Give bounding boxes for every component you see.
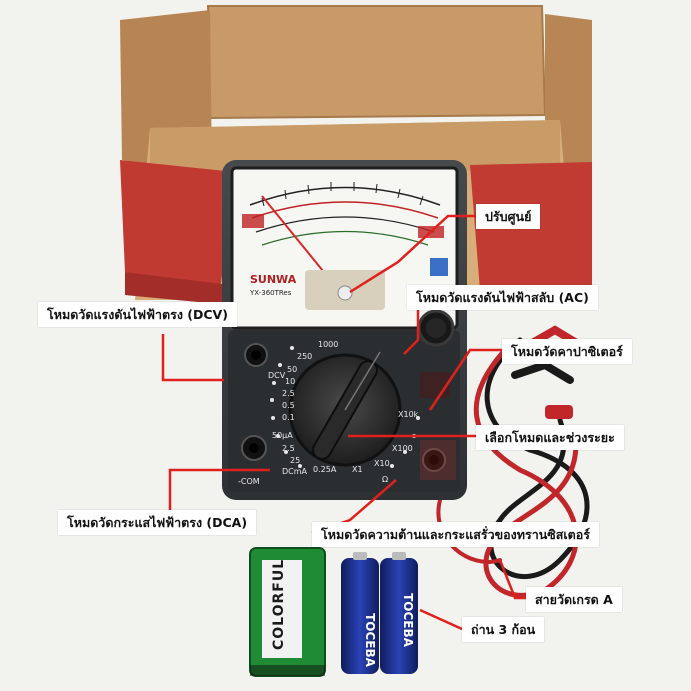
range-label-0-1: 0.1: [282, 413, 295, 422]
range-label-x1: X1: [352, 465, 363, 474]
jack-label-com: -COM: [238, 477, 260, 486]
svg-text:COLORFUL: COLORFUL: [271, 559, 287, 650]
model-text: YX-360TRes: [249, 289, 292, 297]
callout-select-mode-range: เลือกโหมดและช่วงระยะ: [476, 425, 624, 450]
range-label-50ua: 50µA: [272, 431, 293, 440]
jack-label-dcma: DCmA: [282, 467, 308, 476]
callout-capacitor-mode: โหมดวัดคาปาซิเตอร์: [502, 339, 632, 364]
multimeter: SUNWA YX-360TRes: [222, 160, 467, 500]
range-labels: 1000 250 50 10 2.5 0.5 0.1 50µA 2.5 25 0…: [272, 340, 419, 474]
range-label-2-5-ma: 2.5: [282, 444, 295, 453]
range-label-1000: 1000: [318, 340, 338, 349]
callout-dc-current-mode: โหมดวัดกระแสไฟฟ้าตรง (DCA): [58, 510, 257, 535]
callout-ac-voltage-mode: โหมดวัดแรงดันไฟฟ้าสลับ (AC): [407, 285, 598, 310]
svg-text:TOCEBA: TOCEBA: [401, 593, 415, 648]
callout-dc-voltage-mode: โหมดวัดแรงดันไฟฟ้าตรง (DCV): [38, 302, 237, 327]
callout-zero-adjust: ปรับศูนย์: [476, 204, 541, 229]
range-label-0-25a: 0.25A: [313, 465, 337, 474]
range-label-x100: X100: [392, 444, 413, 453]
jack-labels: DCV DCmA -COM Ω: [238, 371, 388, 486]
range-label-10: 10: [285, 377, 295, 386]
jack-label-ohm: Ω: [382, 475, 388, 484]
range-label-2-5: 2.5: [282, 389, 295, 398]
battery-9v: COLORFUL: [249, 547, 326, 677]
range-label-x10: X10: [374, 459, 390, 468]
svg-text:TOCEBA: TOCEBA: [363, 613, 377, 668]
brand-logo-text: SUNWA: [250, 273, 297, 286]
range-label-250: 250: [297, 352, 312, 361]
range-label-50: 50: [287, 365, 297, 374]
callout-resistance-transistor-mode: โหมดวัดความต้านและกระแสรั่วของทรานซิสเตอ…: [312, 522, 600, 547]
callout-batteries: ถ่าน 3 ก้อน: [462, 617, 545, 642]
range-label-x10k: X10k: [398, 410, 419, 419]
range-label-0-5: 0.5: [282, 401, 295, 410]
jack-label-dcv: DCV: [268, 371, 286, 380]
range-label-25: 25: [290, 456, 300, 465]
callout-probe-leads: สายวัดเกรด A: [526, 587, 622, 612]
battery-aa-pair: TOCEBA TOCEBA: [341, 552, 418, 674]
